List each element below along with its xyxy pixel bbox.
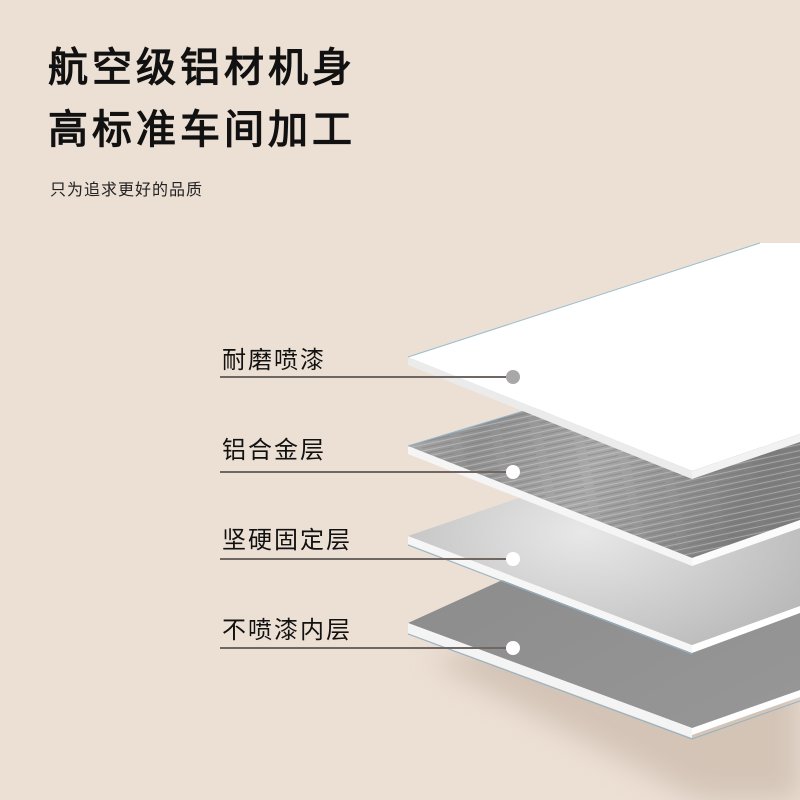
marker-dot-fixed xyxy=(506,552,520,566)
plate-topcoat-layer xyxy=(407,242,800,479)
layer-label-inner: 不喷漆内层 xyxy=(222,616,352,644)
leader-line-fixed xyxy=(220,558,506,560)
leader-line-topcoat xyxy=(220,376,506,378)
marker-dot-inner xyxy=(506,641,520,655)
layer-label-fixed: 坚硬固定层 xyxy=(222,526,352,554)
leader-line-inner xyxy=(220,647,506,649)
layer-label-topcoat: 耐磨喷漆 xyxy=(222,346,326,374)
marker-dot-aluminum xyxy=(506,465,520,479)
marker-dot-topcoat xyxy=(506,370,520,384)
headline-line-1: 航空级铝材机身 xyxy=(48,45,356,91)
layer-label-aluminum: 铝合金层 xyxy=(222,436,326,464)
headline-line-2: 高标准车间加工 xyxy=(48,107,356,153)
leader-line-aluminum xyxy=(220,471,506,473)
subtitle: 只为追求更好的品质 xyxy=(50,180,204,199)
